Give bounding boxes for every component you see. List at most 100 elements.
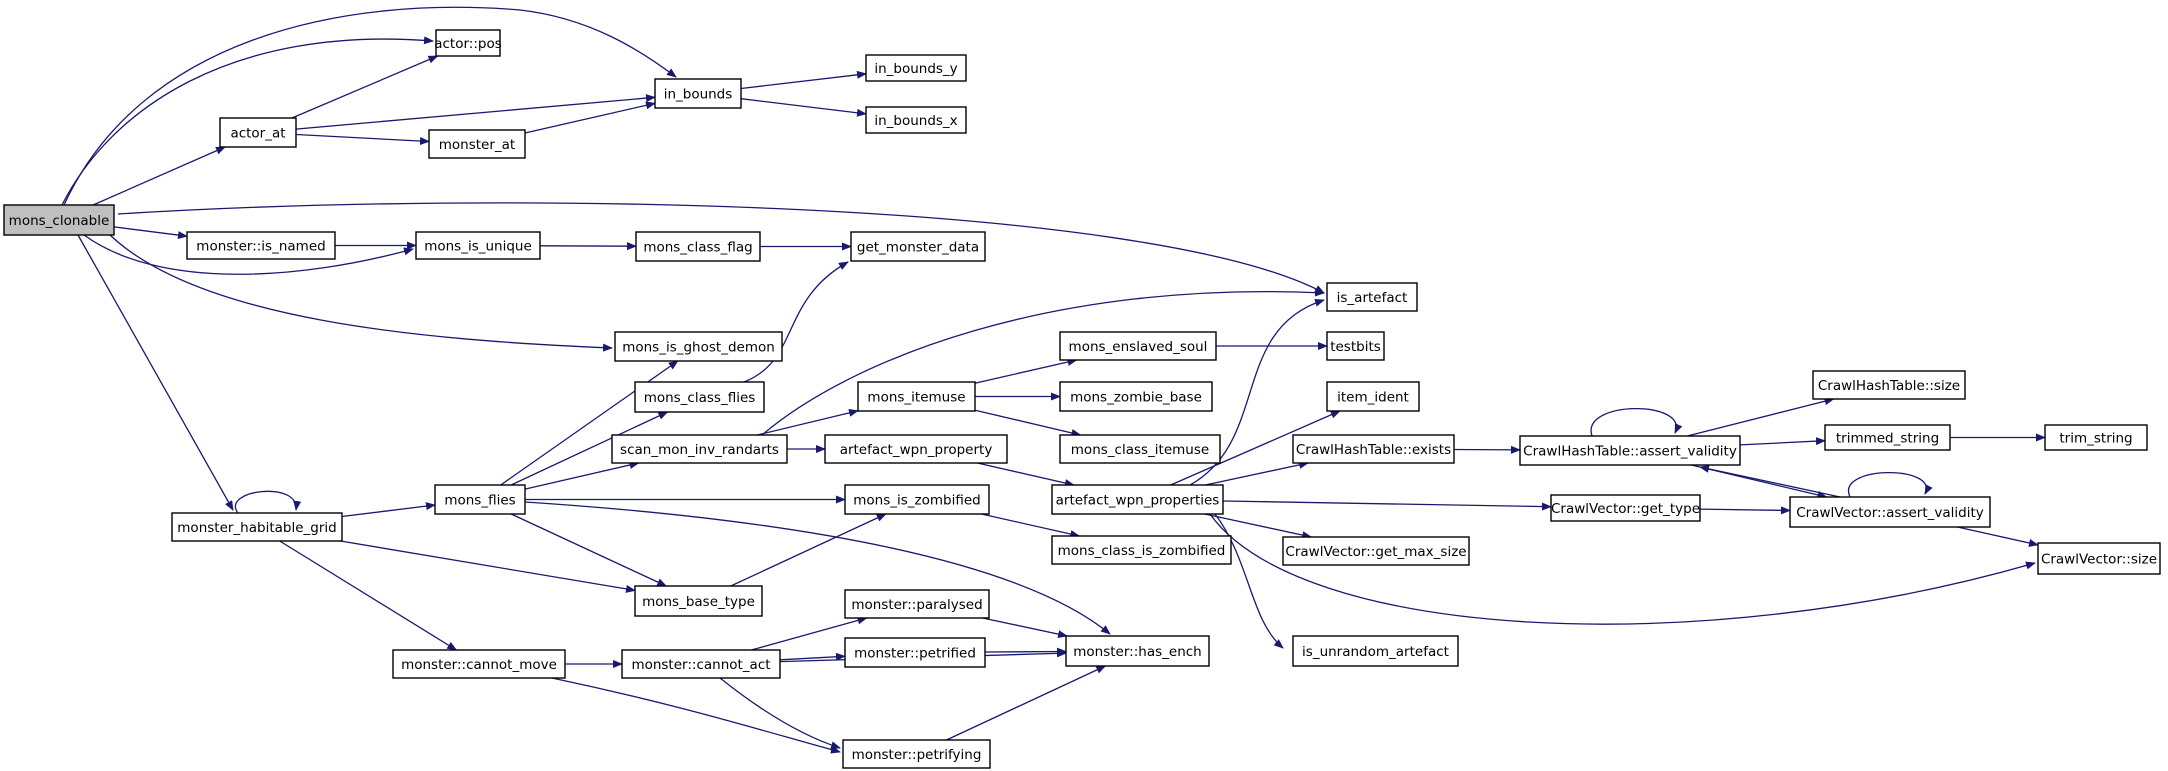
node-label: CrawlVector::get_max_size: [1285, 544, 1466, 560]
node-box: [1326, 381, 1420, 412]
node-crawlvec_get_max_size[interactable]: CrawlVector::get_max_size: [1282, 536, 1470, 566]
node-label: item_ident: [1337, 390, 1409, 406]
node-monster_petrified[interactable]: monster::petrified: [844, 637, 986, 668]
edge-mons_clonable-to-in_bounds: [63, 6, 677, 206]
node-mons_zombie_base[interactable]: mons_zombie_base: [1059, 381, 1213, 412]
edge-mons_flies-to-mons_is_ghost_demon: [500, 360, 679, 486]
node-crawlhash_size[interactable]: CrawlHashTable::size: [1812, 370, 1966, 400]
edge-monster_petrified-to-monster_has_ench: [984, 647, 1067, 656]
node-label: artefact_wpn_property: [840, 442, 993, 458]
node-label: CrawlVector::assert_validity: [1796, 505, 1984, 521]
node-monster_cannot_move[interactable]: monster::cannot_move: [392, 649, 566, 679]
edge-monster_petrifying-to-monster_has_ench: [946, 665, 1107, 741]
node-mons_is_ghost_demon[interactable]: mons_is_ghost_demon: [614, 331, 783, 362]
node-label: is_artefact: [1337, 290, 1408, 306]
node-monster_habitable_grid[interactable]: monster_habitable_grid: [171, 512, 343, 542]
node-box: [171, 512, 343, 542]
node-box: [1292, 434, 1455, 464]
node-in_bounds_x[interactable]: in_bounds_x: [865, 106, 967, 134]
node-trimmed_string[interactable]: trimmed_string: [1824, 424, 1951, 451]
node-mons_clonable[interactable]: mons_clonable: [3, 204, 115, 236]
node-item_ident[interactable]: item_ident: [1326, 381, 1420, 412]
node-mons_class_flag[interactable]: mons_class_flag: [635, 231, 761, 262]
node-crawlvec_get_type[interactable]: CrawlVector::get_type: [1550, 494, 1701, 522]
node-monster_petrifying[interactable]: monster::petrifying: [842, 739, 991, 769]
edge-mons_clonable-to-actor_at: [92, 146, 226, 206]
edge-mons_clonable-to-mons_is_unique: [83, 234, 414, 275]
node-monster_has_ench[interactable]: monster::has_ench: [1065, 635, 1210, 667]
node-box: [1059, 434, 1221, 464]
node-monster_at[interactable]: monster_at: [428, 129, 526, 159]
node-label: CrawlVector::size: [2041, 552, 2157, 568]
node-mons_enslaved_soul[interactable]: mons_enslaved_soul: [1059, 331, 1217, 361]
node-mons_class_itemuse[interactable]: mons_class_itemuse: [1059, 434, 1221, 464]
node-box: [1519, 435, 1741, 466]
node-box: [1051, 484, 1224, 515]
node-artefact_wpn_property[interactable]: artefact_wpn_property: [824, 434, 1008, 464]
edge-scan_mon_inv_randarts-to-mons_itemuse: [757, 408, 859, 436]
node-get_monster_data[interactable]: get_monster_data: [850, 231, 986, 262]
edge-mons_clonable-to-mons_is_ghost_demon: [109, 234, 613, 352]
node-mons_class_flies[interactable]: mons_class_flies: [634, 381, 765, 413]
node-monster_is_named[interactable]: monster::is_named: [186, 231, 336, 260]
node-label: mons_clonable: [9, 213, 110, 229]
edge-artefact_wpn_properties-to-crawlvec_get_type: [1222, 500, 1552, 511]
edge-artefact_wpn_properties-to-is_artefact: [1189, 298, 1325, 486]
node-scan_mon_inv_randarts[interactable]: scan_mon_inv_randarts: [611, 434, 788, 464]
node-label: in_bounds_x: [874, 113, 957, 129]
node-label: mons_class_flies: [644, 390, 756, 406]
node-label: CrawlVector::get_type: [1551, 501, 1700, 517]
edge-monster_habitable_grid-to-mons_flies: [341, 502, 436, 518]
node-box: [635, 231, 761, 262]
node-monster_paralysed[interactable]: monster::paralysed: [844, 589, 990, 619]
node-in_bounds[interactable]: in_bounds: [654, 78, 742, 109]
node-in_bounds_y[interactable]: in_bounds_y: [865, 54, 967, 82]
node-is_artefact[interactable]: is_artefact: [1326, 282, 1418, 312]
node-crawlvec_assert[interactable]: CrawlVector::assert_validity: [1789, 496, 1991, 528]
node-is_unrandom_artefact[interactable]: is_unrandom_artefact: [1292, 635, 1459, 667]
node-mons_class_is_zombified[interactable]: mons_class_is_zombified: [1051, 535, 1232, 565]
node-crawlvec_size[interactable]: CrawlVector::size: [2037, 542, 2161, 575]
node-actor_at[interactable]: actor_at: [219, 117, 297, 148]
node-artefact_wpn_properties[interactable]: artefact_wpn_properties: [1051, 484, 1224, 515]
node-crawlhash_assert[interactable]: CrawlHashTable::assert_validity: [1519, 435, 1741, 466]
node-box: [415, 231, 541, 260]
node-label: actor::pos: [434, 36, 502, 52]
edge-crawlhash_assert-to-crawlhash_size: [1687, 397, 1835, 437]
edge-actor_at-to-in_bounds: [295, 94, 656, 130]
node-mons_is_zombified[interactable]: mons_is_zombified: [844, 484, 990, 515]
node-mons_is_unique[interactable]: mons_is_unique: [415, 231, 541, 260]
node-box: [1282, 536, 1470, 566]
node-mons_itemuse[interactable]: mons_itemuse: [857, 381, 976, 412]
node-label: trimmed_string: [1836, 431, 1939, 447]
node-label: mons_is_zombified: [853, 493, 980, 509]
node-mons_flies[interactable]: mons_flies: [434, 484, 526, 515]
node-trim_string[interactable]: trim_string: [2044, 424, 2148, 451]
edge-monster_habitable_grid-to-monster_cannot_move: [279, 540, 458, 651]
node-box: [611, 434, 788, 464]
edge-crawlhash_assert-to-crawlhash_assert: [1590, 407, 1683, 437]
node-label: in_bounds: [664, 87, 733, 103]
node-mons_base_type[interactable]: mons_base_type: [634, 585, 763, 617]
node-actor_pos[interactable]: actor::pos: [434, 29, 502, 57]
node-monster_cannot_act[interactable]: monster::cannot_act: [621, 649, 781, 679]
node-box: [857, 381, 976, 412]
edge-mons_clonable-to-monster_habitable_grid: [77, 234, 234, 511]
node-box: [634, 381, 765, 413]
node-box: [219, 117, 297, 148]
node-label: scan_mon_inv_randarts: [620, 442, 779, 458]
node-label: mons_flies: [444, 493, 515, 509]
node-box: [434, 484, 526, 515]
node-box: [850, 231, 986, 262]
node-testbits[interactable]: testbits: [1326, 331, 1385, 361]
edge-mons_itemuse-to-mons_enslaved_soul: [974, 358, 1078, 384]
node-crawlhash_exists[interactable]: CrawlHashTable::exists: [1292, 434, 1455, 464]
node-label: mons_itemuse: [867, 390, 965, 406]
edge-monster_cannot_act-to-monster_petrifying: [719, 677, 841, 750]
node-box: [824, 434, 1008, 464]
edge-artefact_wpn_property-to-artefact_wpn_properties: [977, 462, 1075, 487]
node-label: in_bounds_y: [874, 61, 957, 77]
node-label: trim_string: [2059, 431, 2132, 447]
